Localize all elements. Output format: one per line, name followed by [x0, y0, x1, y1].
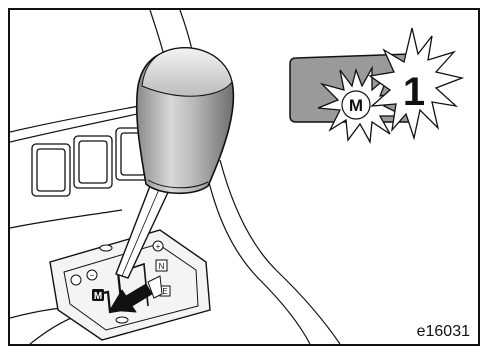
svg-text:E: E — [162, 287, 167, 296]
svg-text:+: + — [156, 242, 161, 251]
vent-panels — [32, 128, 150, 196]
figure-frame: M N E − + — [8, 8, 480, 346]
gear-shift-knob — [137, 48, 234, 193]
gate-label-minus: − — [87, 270, 97, 280]
gate-label-manual: M — [92, 289, 104, 302]
svg-text:N: N — [159, 262, 165, 271]
gate-label-m-text: M — [94, 291, 102, 302]
display-gear-digit: 1 — [403, 70, 425, 114]
shift-illustration: M N E − + — [10, 10, 478, 344]
display-mode-letter: M — [349, 96, 363, 115]
svg-text:−: − — [90, 271, 95, 280]
figure-code: e16031 — [415, 323, 472, 341]
gate-label-neutral: N — [156, 260, 167, 271]
gate-label-plus: + — [153, 241, 163, 251]
